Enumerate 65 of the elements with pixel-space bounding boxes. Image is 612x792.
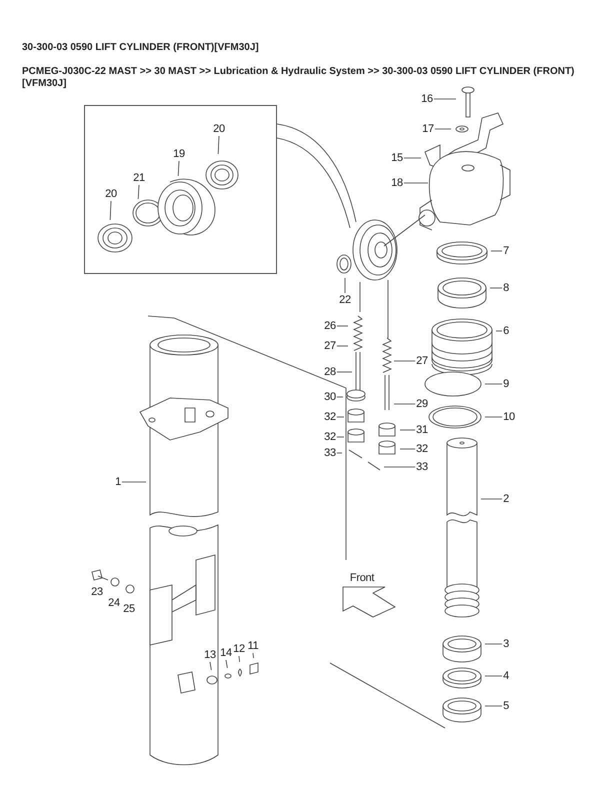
leader-line [336, 416, 344, 418]
callout-number: 32 [324, 411, 336, 423]
inset-frame [84, 105, 277, 274]
callout-number: 5 [503, 700, 509, 712]
callout-number: 33 [416, 461, 428, 473]
callout-number: 9 [503, 378, 509, 390]
callout-number: 26 [324, 320, 336, 332]
callout-number: 25 [123, 603, 135, 615]
callout-number: 33 [324, 447, 336, 459]
leader-line [384, 466, 416, 468]
direction-label: Front [350, 572, 374, 584]
callout-number: 19 [173, 148, 185, 160]
leader-line [403, 182, 428, 184]
callout-number: 12 [233, 643, 245, 655]
callout-number: 31 [416, 424, 428, 436]
callout-number: 20 [105, 188, 117, 200]
leader-line [496, 330, 502, 332]
leader-line [178, 160, 180, 176]
callout-number: 16 [421, 93, 433, 105]
callout-number: 30 [324, 391, 336, 403]
leader-line [336, 452, 342, 454]
leader-line [336, 436, 344, 438]
leader-line [210, 662, 212, 670]
leader-line [484, 416, 503, 418]
leader-line [480, 498, 502, 500]
leader-line [226, 660, 228, 668]
callout-number: 27 [416, 355, 428, 367]
callout-number: 17 [422, 123, 434, 135]
callout-number: 13 [204, 649, 216, 661]
callout-number: 14 [220, 647, 232, 659]
callout-number: 21 [133, 172, 145, 184]
callout-number: 2 [503, 493, 509, 505]
callout-number: 1 [115, 476, 121, 488]
callout-number: 22 [339, 294, 351, 306]
leader-line [110, 200, 112, 220]
leader-line [336, 396, 344, 398]
callout-number: 24 [108, 597, 120, 609]
callout-number: 32 [416, 443, 428, 455]
leader-line [344, 278, 346, 294]
leader-line [394, 360, 416, 362]
callout-number: 23 [91, 586, 103, 598]
breadcrumb-path: PCMEG-J030C-22 MAST >> 30 MAST >> Lubrication & Hydraulic System >> 30-300-03 0590 LIFT CYLINDER (FRONT) [VFM30J] [22, 66, 576, 90]
callout-number: 27 [324, 340, 336, 352]
callout-number: 20 [213, 123, 225, 135]
callout-number: 29 [416, 398, 428, 410]
leader-line [238, 656, 240, 662]
leader-line [218, 136, 220, 154]
callout-number: 18 [391, 177, 403, 189]
callout-number: 32 [324, 431, 336, 443]
leader-line [434, 128, 452, 130]
callout-number: 11 [248, 640, 258, 652]
callout-number: 28 [324, 366, 336, 378]
callout-number: 4 [503, 670, 509, 682]
callout-number: 15 [391, 152, 403, 164]
callout-number: 10 [503, 411, 515, 423]
leader-line [433, 98, 456, 100]
page-title: 30-300-03 0590 LIFT CYLINDER (FRONT)[VFM30J] [22, 42, 260, 54]
leader-line [490, 250, 502, 252]
callout-number: 8 [503, 282, 509, 294]
leader-line [252, 652, 254, 658]
leader-line [138, 184, 140, 200]
leader-line [400, 448, 416, 450]
callout-number: 3 [503, 638, 509, 650]
callout-number: 7 [503, 245, 509, 257]
callout-number: 6 [503, 325, 509, 337]
